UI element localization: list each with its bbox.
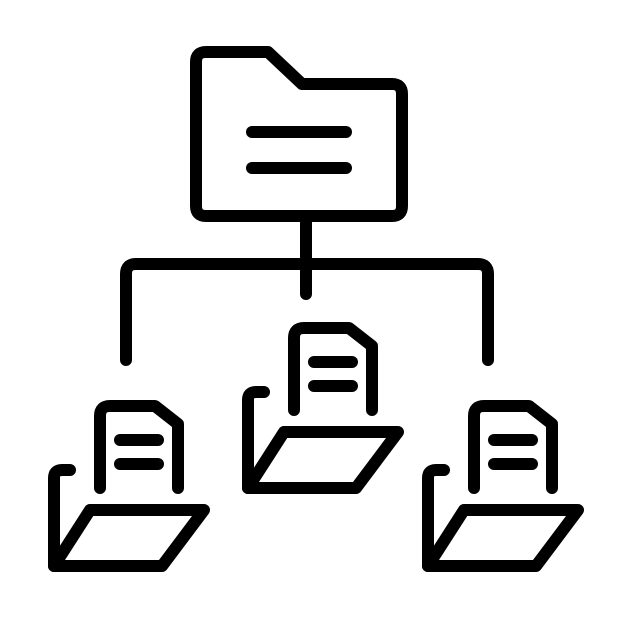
child-folder-right-icon — [428, 406, 578, 566]
connector-lines — [120, 212, 494, 366]
child-folder-middle-icon — [248, 328, 398, 488]
parent-folder-icon — [190, 46, 408, 222]
child-folder-left-icon — [54, 406, 204, 566]
